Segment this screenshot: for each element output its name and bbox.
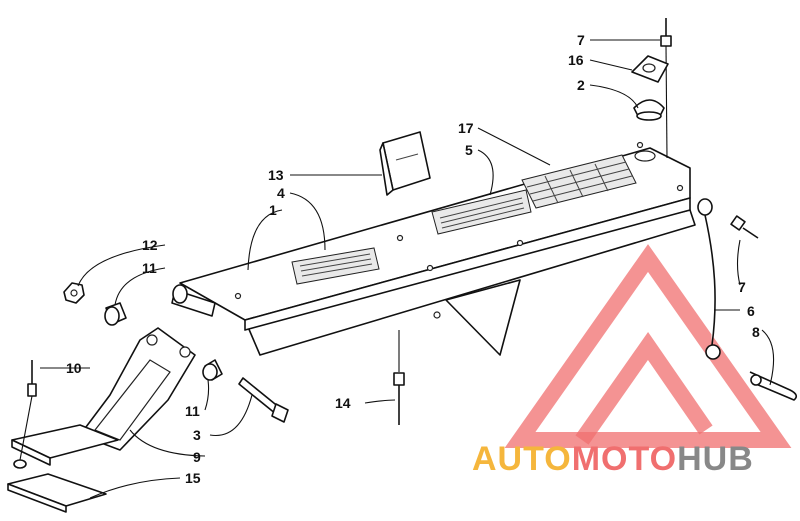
bushing-11-bottom	[202, 359, 223, 381]
tether-cable-6	[697, 198, 721, 360]
bracket-9	[79, 327, 196, 451]
callout-4: 4	[277, 185, 285, 201]
grommet-2	[633, 99, 665, 121]
watermark-text: AUTOMOTOHUB	[472, 440, 754, 478]
rivet-7-top	[660, 18, 672, 159]
callout-7-top: 7	[577, 32, 585, 48]
rivet-hole	[433, 311, 441, 319]
rivet-10	[19, 360, 37, 461]
watermark-hub: HUB	[677, 440, 754, 478]
rivet-hole	[234, 292, 242, 300]
grommet-hole	[634, 150, 656, 162]
hinge-rod-end	[172, 284, 188, 304]
tray-fin	[445, 279, 521, 356]
callout-17: 17	[458, 120, 474, 136]
callout-14: 14	[335, 395, 351, 411]
rivet-hole	[516, 239, 524, 247]
leader-lines	[40, 39, 775, 499]
callout-13: 13	[268, 167, 284, 183]
bolt-3	[238, 377, 289, 423]
main-tray	[171, 141, 696, 356]
plunger-14	[393, 330, 405, 425]
callout-15: 15	[185, 470, 201, 486]
rivet-hole	[396, 234, 404, 242]
callout-7-right: 7	[738, 279, 746, 295]
pad-15	[7, 473, 107, 513]
grid-decal-17	[521, 154, 637, 209]
callout-11-bottom: 11	[185, 403, 200, 419]
callout-12: 12	[142, 237, 158, 253]
callout-3: 3	[193, 427, 201, 443]
warning-label-4	[291, 247, 380, 285]
callout-9: 9	[193, 449, 201, 465]
hitch-pin-8	[749, 371, 798, 401]
washer-15	[13, 459, 27, 469]
callout-5: 5	[465, 142, 473, 158]
callout-11-top: 11	[142, 260, 157, 276]
callout-10: 10	[66, 360, 82, 376]
callout-1: 1	[269, 202, 277, 218]
clip-13	[379, 131, 431, 196]
rivet-7-right	[730, 215, 759, 239]
watermark-auto: AUTO	[472, 440, 572, 478]
rivet-hole	[426, 264, 434, 272]
callout-2: 2	[577, 77, 585, 93]
tray-front-edge	[244, 197, 691, 331]
rivet-hole	[636, 141, 644, 149]
rivet-hole	[676, 184, 684, 192]
watermark-moto: MOTO	[572, 440, 677, 478]
warning-label-5	[431, 189, 532, 235]
callout-8: 8	[752, 324, 760, 340]
bushing-11-top	[104, 302, 127, 326]
nut-12	[63, 282, 85, 304]
base-plate-9	[11, 424, 119, 466]
retainer-cup-16	[631, 55, 669, 83]
callout-16: 16	[568, 52, 584, 68]
callout-labels: 1 2 3 4 5 6 7 7 8 9 10 11 11 12 13 14 15…	[66, 32, 760, 486]
callout-6: 6	[747, 303, 755, 319]
